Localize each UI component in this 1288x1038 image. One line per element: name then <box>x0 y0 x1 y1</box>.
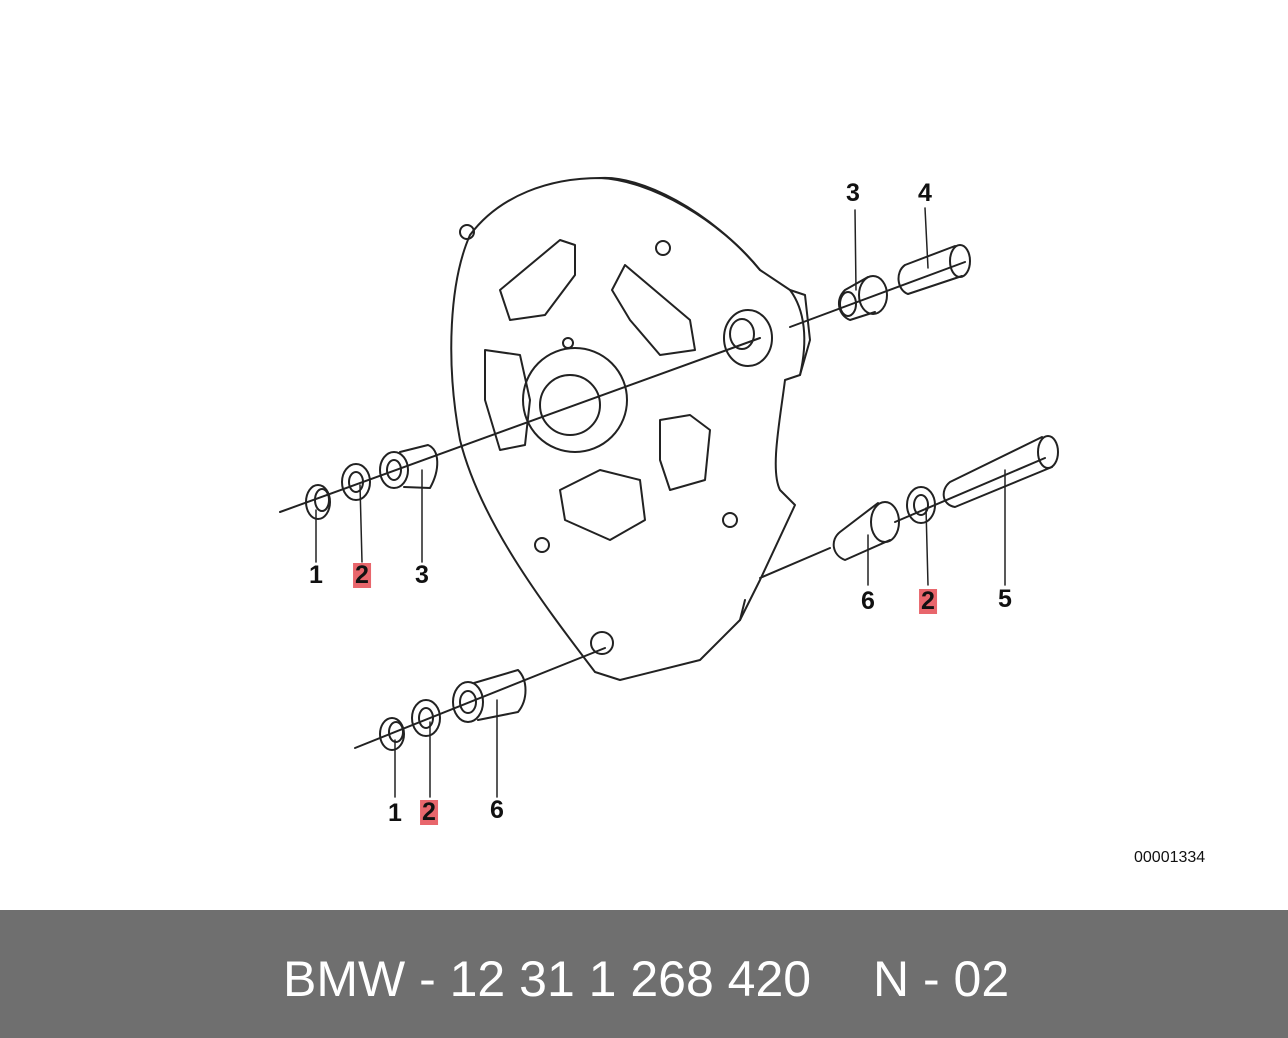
callout-label-highlighted: 2 <box>353 561 371 589</box>
washer-2a <box>341 463 371 501</box>
pin-4 <box>897 244 971 295</box>
circlip-1a <box>305 484 331 520</box>
callout-label-highlighted: 2 <box>919 587 937 615</box>
housing-hole <box>722 512 738 528</box>
callout-label: 6 <box>490 796 504 824</box>
footer-bar: BMW - 12 31 1 268 420 N - 02 <box>0 910 1288 1038</box>
diagram-reference-code: 00001334 <box>1134 849 1206 866</box>
sleeve-6a <box>832 501 900 561</box>
part-number: BMW - 12 31 1 268 420 <box>283 951 812 1007</box>
callout-label: 5 <box>998 585 1012 613</box>
washer-2b <box>906 486 936 524</box>
hub <box>522 347 628 453</box>
top-boss <box>723 309 773 367</box>
vent-slot <box>611 264 696 356</box>
vent-slot <box>559 469 646 541</box>
bushing-3b <box>838 275 888 321</box>
bushing-3a <box>379 444 439 489</box>
callout-label: 3 <box>415 561 429 589</box>
vent-slot <box>484 349 531 451</box>
housing-hole <box>534 537 550 553</box>
callout-label-highlighted: 2 <box>420 798 438 826</box>
housing-hole <box>590 631 614 655</box>
circlip-1b <box>379 717 405 751</box>
sleeve-6b <box>452 669 527 723</box>
position-code: N - 02 <box>873 951 1010 1007</box>
vent-slot <box>499 239 576 321</box>
housing-hole <box>655 240 671 256</box>
callout-label: 6 <box>861 587 875 615</box>
housing-hole <box>459 224 475 240</box>
alternator-housing <box>450 176 811 681</box>
bolt-5 <box>942 435 1059 508</box>
callout-label: 1 <box>309 561 323 589</box>
alternator-bracket-diagram <box>279 176 1059 798</box>
callout-label: 1 <box>388 799 402 827</box>
callout-label: 3 <box>846 179 860 207</box>
vent-slot <box>659 414 711 491</box>
callout-label: 4 <box>918 179 932 207</box>
washer-2c <box>411 699 441 737</box>
